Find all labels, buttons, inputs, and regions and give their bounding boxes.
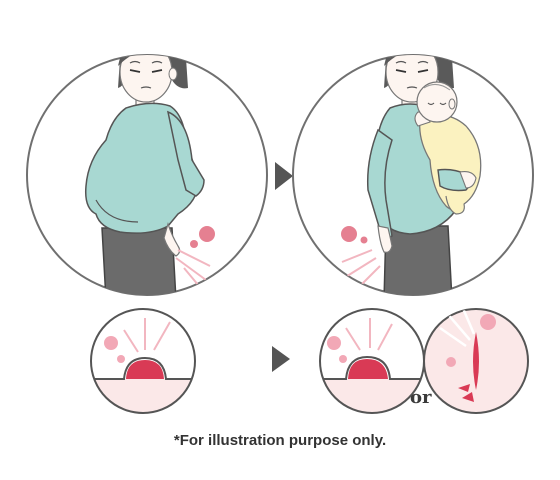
- pregnant-woman-panel: [26, 54, 268, 296]
- closeup-circle: [90, 308, 196, 414]
- or-label: or: [410, 387, 432, 408]
- woman-holding-baby-panel: [292, 54, 534, 296]
- hernia-bulge-icon: [348, 359, 388, 379]
- arrow-right-icon: [272, 346, 290, 372]
- hernia-bulge-icon: [126, 360, 164, 379]
- disclaimer-text: *For illustration purpose only.: [173, 432, 387, 449]
- hernia-closeup-before: [90, 308, 196, 414]
- pain-burst-icon: [175, 226, 215, 293]
- wound-gash-icon: [473, 332, 479, 390]
- arrow-right-icon: [275, 162, 293, 190]
- wound-closeup: [423, 308, 529, 414]
